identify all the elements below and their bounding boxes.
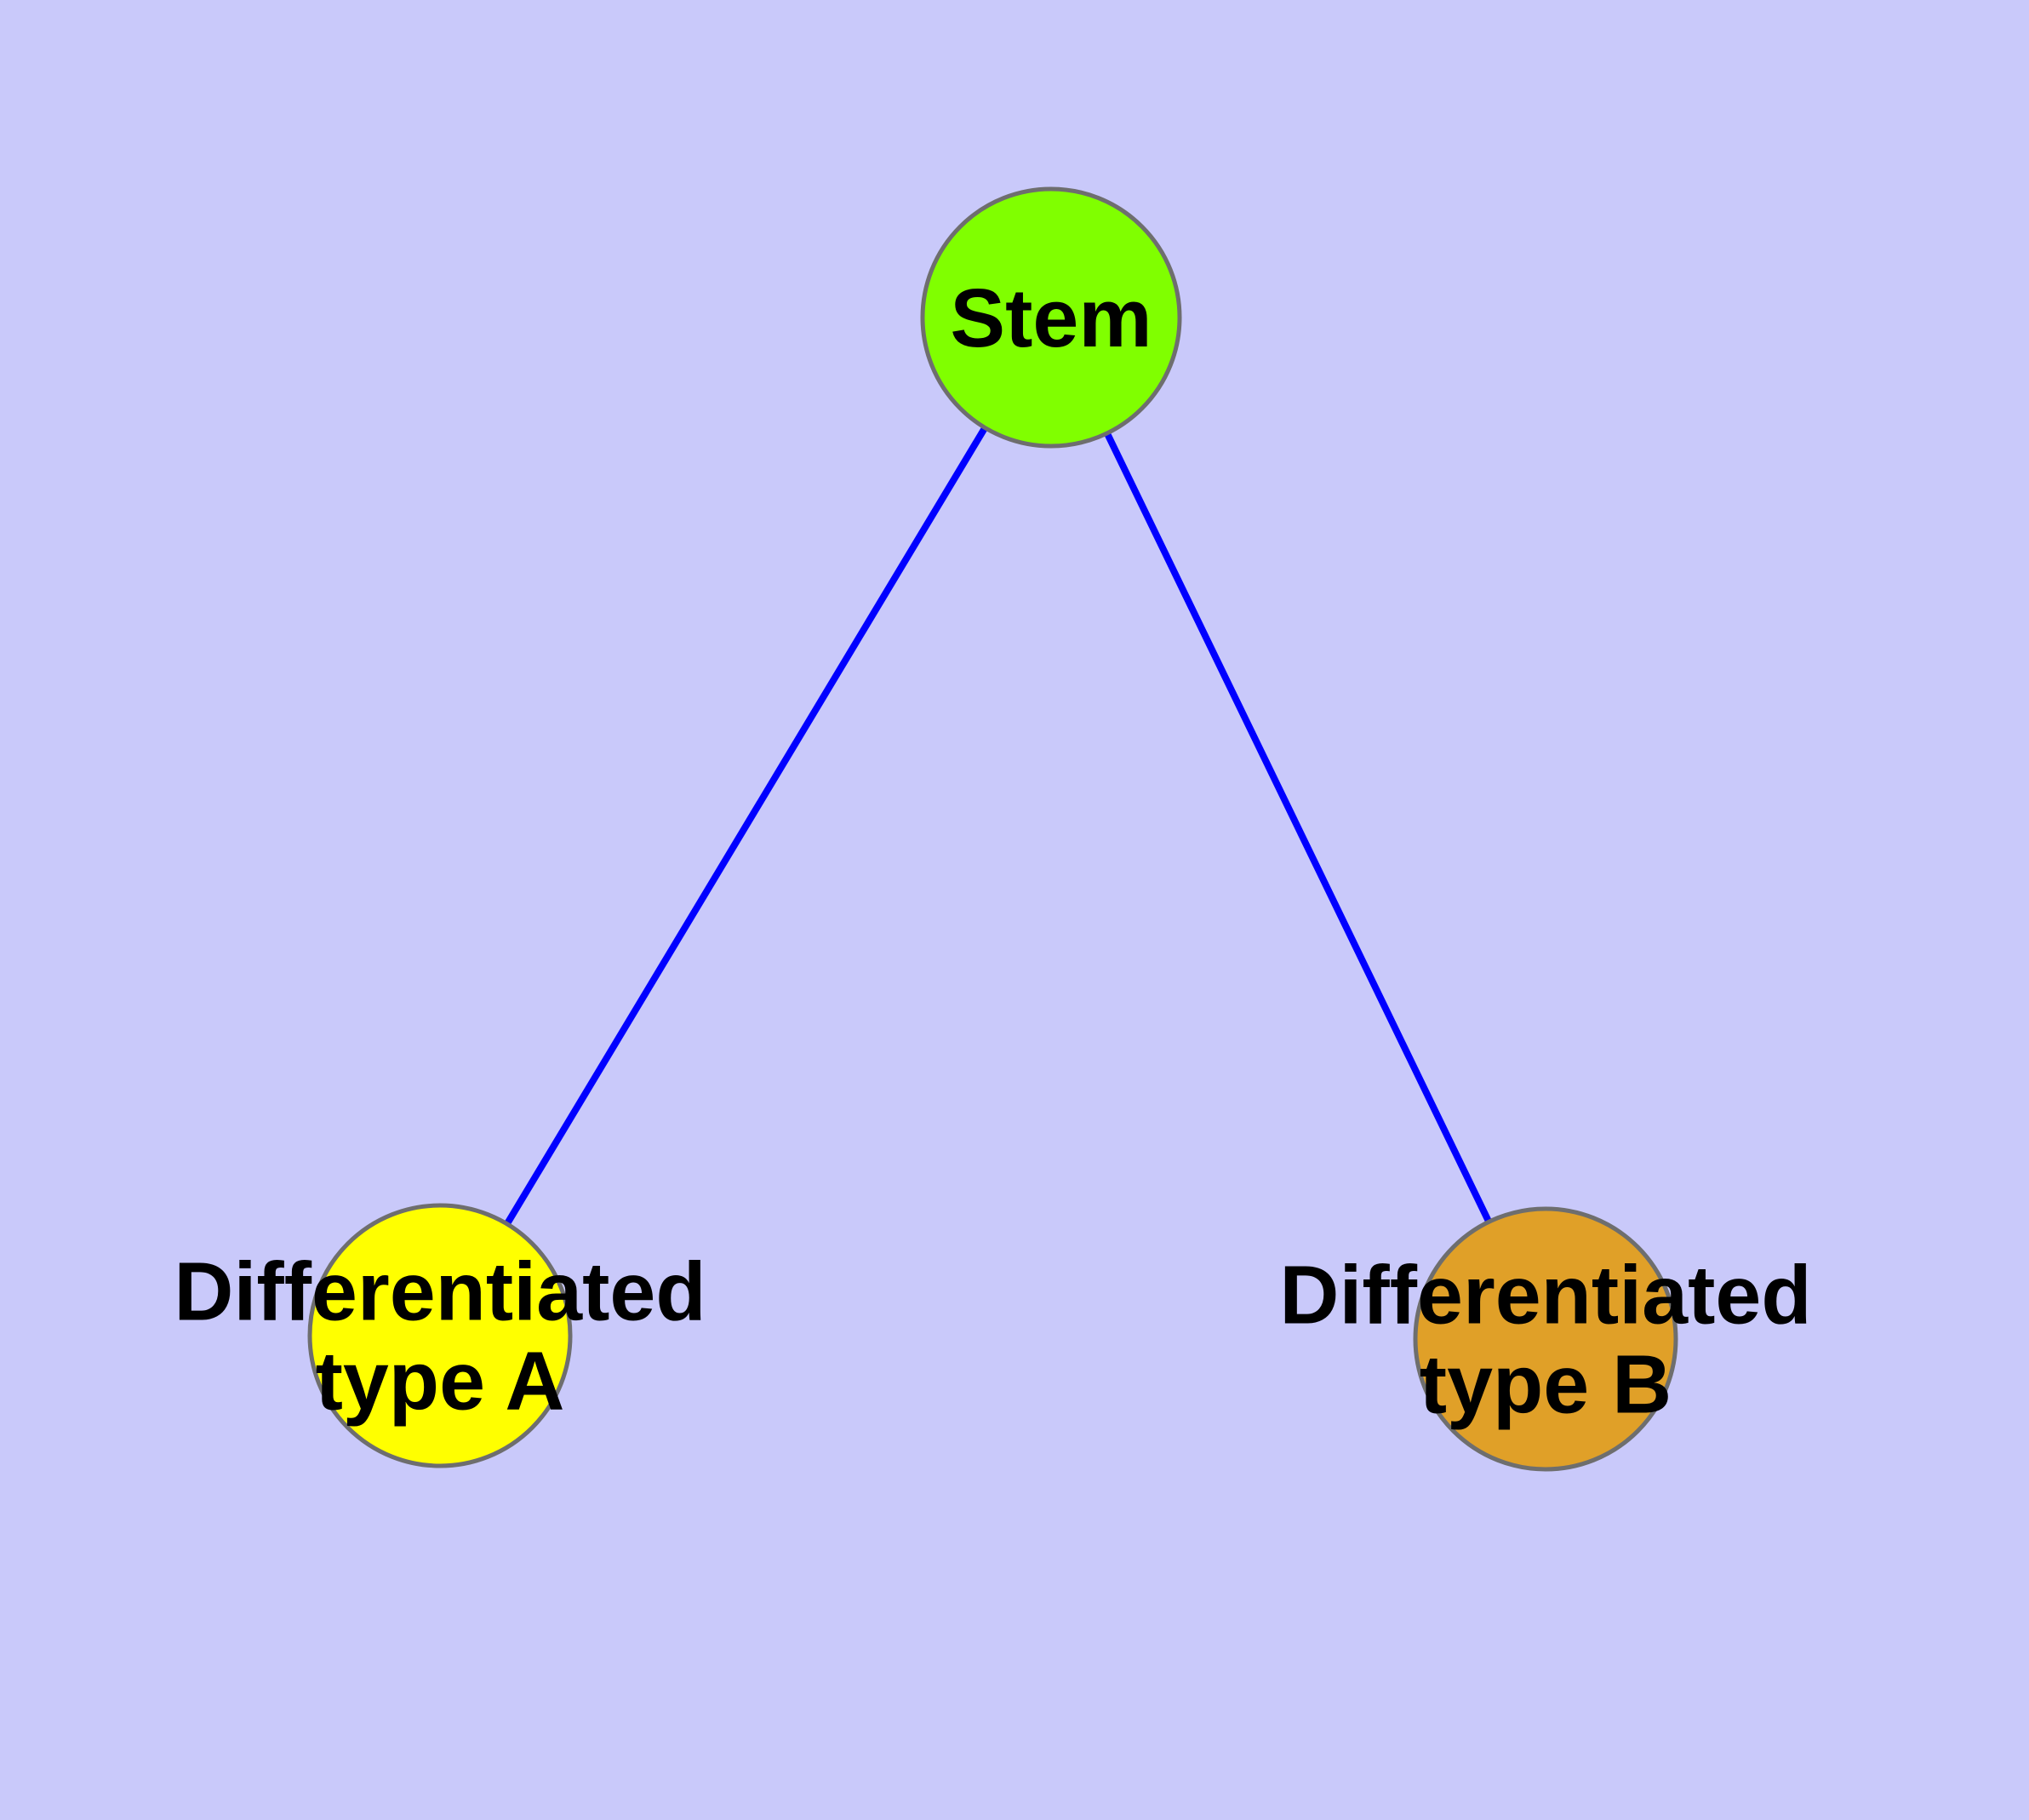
node-label-stem: Stem — [950, 272, 1152, 364]
edges-layer — [437, 315, 1549, 1341]
node-circle-diff-a[interactable] — [307, 1203, 573, 1468]
node-label-line: Stem — [950, 272, 1152, 364]
node-circle-diff-b[interactable] — [1413, 1206, 1678, 1472]
graph-edge-stem-to-diff-b — [1048, 316, 1549, 1341]
graph-edge-stem-to-diff-a — [437, 315, 1055, 1338]
node-circle-stem[interactable] — [920, 186, 1182, 449]
node-label-line: Differentiated — [174, 1245, 706, 1337]
node-label-line: type A — [316, 1334, 565, 1427]
node-label-line: Differentiated — [1279, 1248, 1811, 1341]
node-label-line: type B — [1420, 1337, 1672, 1430]
graph-node-stem[interactable]: Stem — [920, 186, 1182, 449]
